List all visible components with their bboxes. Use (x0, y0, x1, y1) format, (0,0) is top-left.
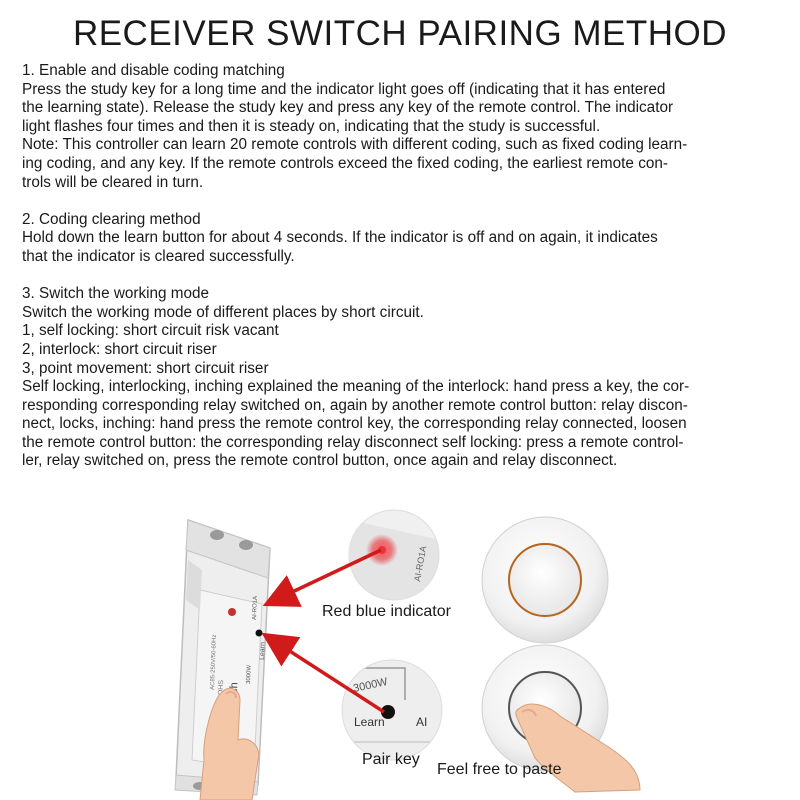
text-line: the remote control button: the correspon… (22, 433, 684, 451)
text-line: ing coding, and any key. If the remote c… (22, 154, 668, 172)
wall-switch-image (481, 516, 609, 644)
caption-paste: Feel free to paste (437, 761, 562, 778)
learn-zoom-label: Learn (354, 715, 385, 729)
arrows (261, 548, 385, 714)
model-label: AI-RO1A (252, 596, 259, 620)
text-line: that the indicator is cleared successful… (22, 247, 295, 265)
text-line: responding corresponding relay switched … (22, 396, 688, 414)
receiver-module-image: aipetech AC85-250V/50-60Hz CE ROHS Learn… (174, 518, 271, 796)
section-heading: 1. Enable and disable coding matching (22, 62, 285, 79)
text-line: 3, point movement: short circuit riser (22, 359, 269, 377)
text-line: Note: This controller can learn 20 remot… (22, 136, 688, 154)
text-line: Press the study key for a long time and … (22, 80, 666, 98)
hand-pressing-image (199, 687, 260, 800)
rating-label: AC85-250V/50-60Hz (210, 635, 218, 691)
wall-switch-with-hand-image (481, 644, 641, 793)
text-line: Self locking, interlocking, inching expl… (22, 378, 690, 396)
text-line: the learning state). Release the study k… (22, 99, 674, 117)
learn-label: Learn (259, 642, 267, 660)
text-line: light flashes four times and then it is … (22, 117, 601, 135)
text-line: 1, self locking: short circuit risk vaca… (22, 322, 279, 340)
power-label: 3000W (246, 665, 253, 685)
learn-button-closeup-image: 3000W Learn AI (341, 659, 443, 761)
text-line: Switch the working mode of different pla… (22, 303, 424, 321)
zoom-tail-label: AI (416, 715, 427, 729)
text-line: nect, locks, inching: hand press the rem… (22, 415, 687, 433)
page-title: RECEIVER SWITCH PAIRING METHOD (72, 14, 728, 53)
caption-pair-key: Pair key (362, 751, 420, 768)
text-line: ler, relay switched on, press the remote… (22, 452, 618, 470)
text-line: 2, interlock: short circuit riser (22, 340, 217, 358)
section-heading: 3. Switch the working mode (22, 285, 210, 303)
text-line: Hold down the learn button for about 4 s… (22, 229, 658, 247)
caption-indicator: Red blue indicator (322, 603, 451, 620)
section-heading: 2. Coding clearing method (22, 210, 201, 228)
text-line: trols will be cleared in turn. (22, 173, 204, 191)
led-closeup-image: AI-RO1A (348, 509, 440, 601)
